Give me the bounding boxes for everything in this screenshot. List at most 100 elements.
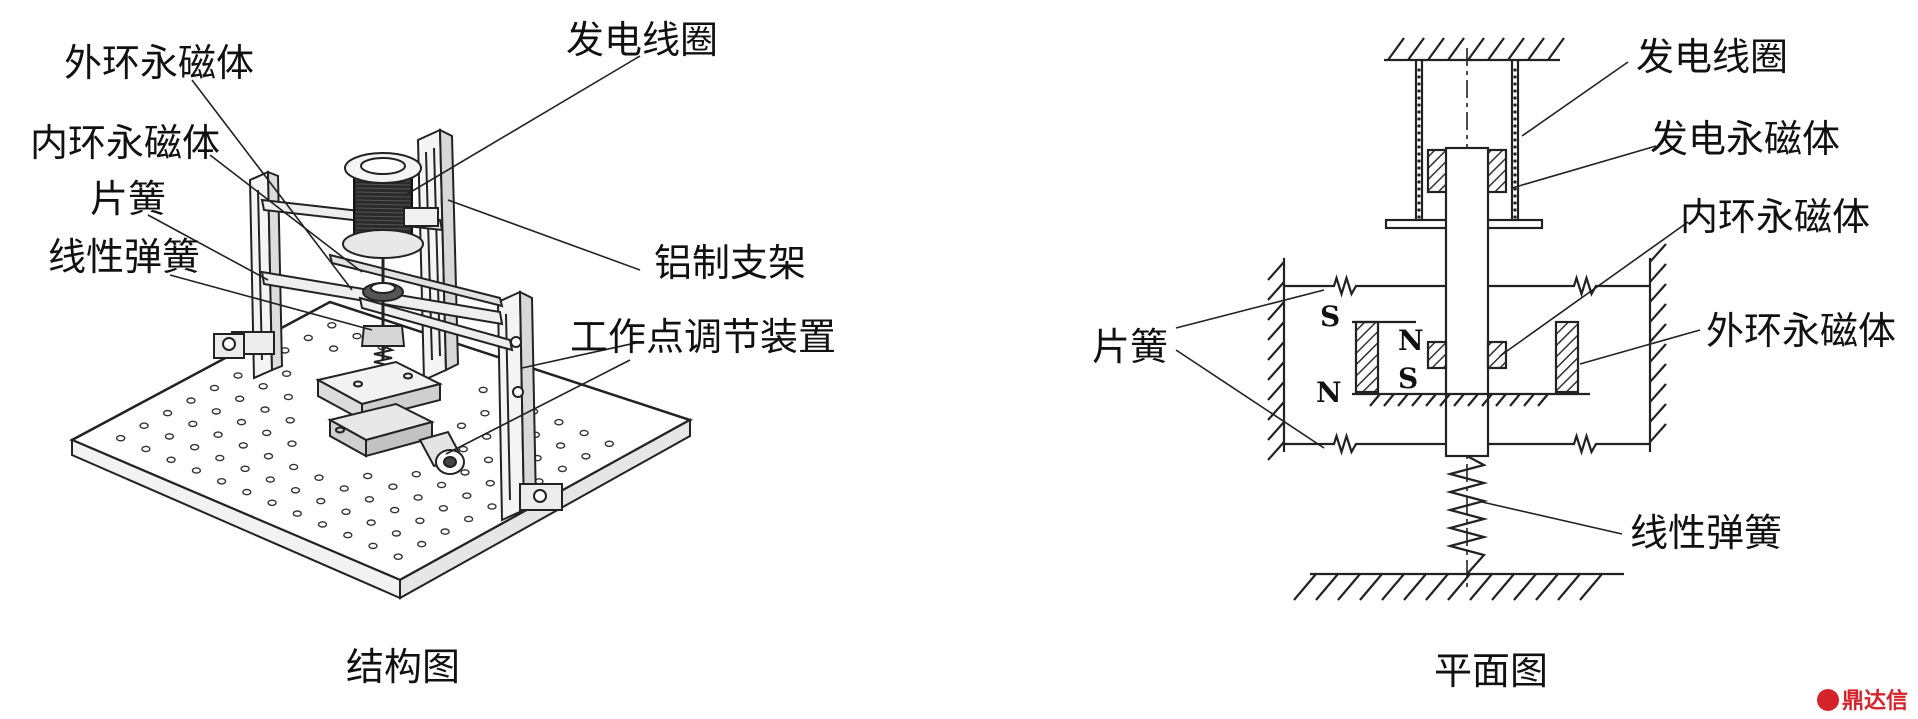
- plate-hole: [285, 416, 295, 424]
- shaft: [1444, 146, 1490, 458]
- plate-hole: [463, 515, 474, 523]
- plate-hole: [458, 445, 468, 453]
- plate-hole: [440, 528, 450, 535]
- top-ground: [1384, 37, 1565, 62]
- plate-hole: [236, 418, 247, 426]
- label-coil-plane: 发电线圈: [1636, 35, 1788, 79]
- plate-hole: [164, 433, 175, 440]
- plate-hole: [343, 531, 353, 539]
- plate-hole: [263, 452, 274, 460]
- plate-hole: [579, 429, 589, 437]
- watermark-logo-icon: [1817, 689, 1839, 711]
- plate-hole: [316, 497, 326, 505]
- plate-hole: [211, 408, 222, 415]
- pole-inner-top: N: [1398, 324, 1424, 357]
- plate-hole: [287, 440, 297, 448]
- plate-hole: [191, 467, 202, 474]
- plate-hole: [327, 321, 337, 329]
- watermark-text: 鼎达信: [1842, 688, 1908, 714]
- inner-magnet-3d: [360, 258, 406, 360]
- pole-inner-bottom: S: [1398, 362, 1418, 395]
- front-column: [213, 290, 563, 522]
- plate-hole: [265, 476, 275, 483]
- outer-magnet-left: [1354, 320, 1380, 394]
- plate-hole: [189, 443, 200, 451]
- micrometer-3d: [418, 430, 465, 475]
- caption-plane: 平面图: [1434, 649, 1548, 693]
- plate-hole: [393, 553, 403, 561]
- plate-hole: [411, 470, 421, 478]
- plate-hole: [314, 474, 324, 482]
- plate-hole: [388, 483, 398, 491]
- plate-hole: [216, 477, 227, 485]
- labels-left: 外环永磁体 发电线圈 内环永磁体 片簧 线性弹簧 铝制支架 工作点调节装置 结构…: [30, 18, 836, 689]
- plate-hole: [290, 486, 301, 494]
- plate-hole: [260, 406, 270, 413]
- plate-hole: [186, 397, 196, 404]
- plate-hole: [557, 465, 568, 473]
- plate-hole: [341, 508, 351, 516]
- plate-hole: [166, 456, 176, 464]
- plate-hole: [555, 442, 566, 449]
- watermark: 鼎达信: [1817, 688, 1908, 714]
- plate-hole: [115, 434, 126, 442]
- label-leaf-spring: 片簧: [90, 177, 166, 221]
- plate-hole: [478, 386, 488, 394]
- plate-hole: [238, 442, 249, 449]
- plate-hole: [213, 431, 223, 439]
- plate-hole: [339, 485, 349, 492]
- pole-outer-bottom: N: [1316, 376, 1342, 409]
- plate-hole: [188, 420, 198, 428]
- plate-hole: [303, 334, 313, 342]
- plate-hole: [215, 454, 225, 462]
- plate-hole: [456, 422, 467, 430]
- plate-hole: [483, 456, 494, 464]
- label-coil: 发电线圈: [566, 18, 718, 62]
- plate-hole: [554, 418, 564, 426]
- plane-drawing: [1267, 37, 1667, 601]
- plate-hole: [391, 530, 402, 537]
- plate-hole: [242, 488, 252, 496]
- pole-outer-top: S: [1320, 300, 1340, 333]
- plate-hole: [368, 542, 378, 550]
- plate-hole: [487, 503, 497, 510]
- linear-spring-plane: [1445, 455, 1489, 575]
- label-outer-magnet-plane: 外环永磁体: [1706, 309, 1896, 353]
- plate-hole: [281, 370, 292, 378]
- plate-hole: [415, 517, 425, 525]
- plate-hole: [141, 445, 151, 453]
- inner-magnet-right: [1486, 340, 1508, 370]
- plate-hole: [436, 481, 447, 489]
- plate-hole: [209, 384, 220, 392]
- label-frame: 铝制支架: [654, 241, 806, 285]
- adjuster-3d: [315, 360, 465, 475]
- plate-holes: [115, 321, 614, 561]
- plate-hole: [413, 494, 423, 501]
- plate-hole: [480, 409, 490, 417]
- plate-hole: [262, 429, 272, 437]
- plate-hole: [417, 540, 427, 548]
- plate-hole: [233, 372, 243, 379]
- leaf-spring-bottom: [1284, 432, 1650, 456]
- plate-hole: [267, 499, 277, 507]
- plate-hole: [139, 422, 149, 430]
- caption-structure: 结构图: [346, 645, 460, 689]
- bottom-ground: [1293, 572, 1624, 601]
- structure-drawing: [69, 128, 694, 600]
- label-gen-magnet: 发电永磁体: [1650, 117, 1840, 161]
- plate-hole: [581, 452, 591, 460]
- plate-hole: [485, 479, 495, 487]
- plate-hole: [366, 519, 376, 526]
- plate-hole: [240, 465, 250, 473]
- leader-lines-right: [1175, 61, 1701, 535]
- plate-hole: [364, 495, 375, 503]
- label-inner-magnet-plane: 内环永磁体: [1680, 195, 1870, 239]
- plate-hole: [292, 510, 302, 517]
- label-inner-magnet: 内环永磁体: [30, 121, 220, 165]
- label-leaf-spring-plane: 片簧: [1092, 325, 1168, 369]
- plate-hole: [289, 463, 299, 471]
- coil-3d: [342, 152, 439, 259]
- leader-lines-left: [147, 55, 641, 455]
- plate-hole: [317, 521, 328, 528]
